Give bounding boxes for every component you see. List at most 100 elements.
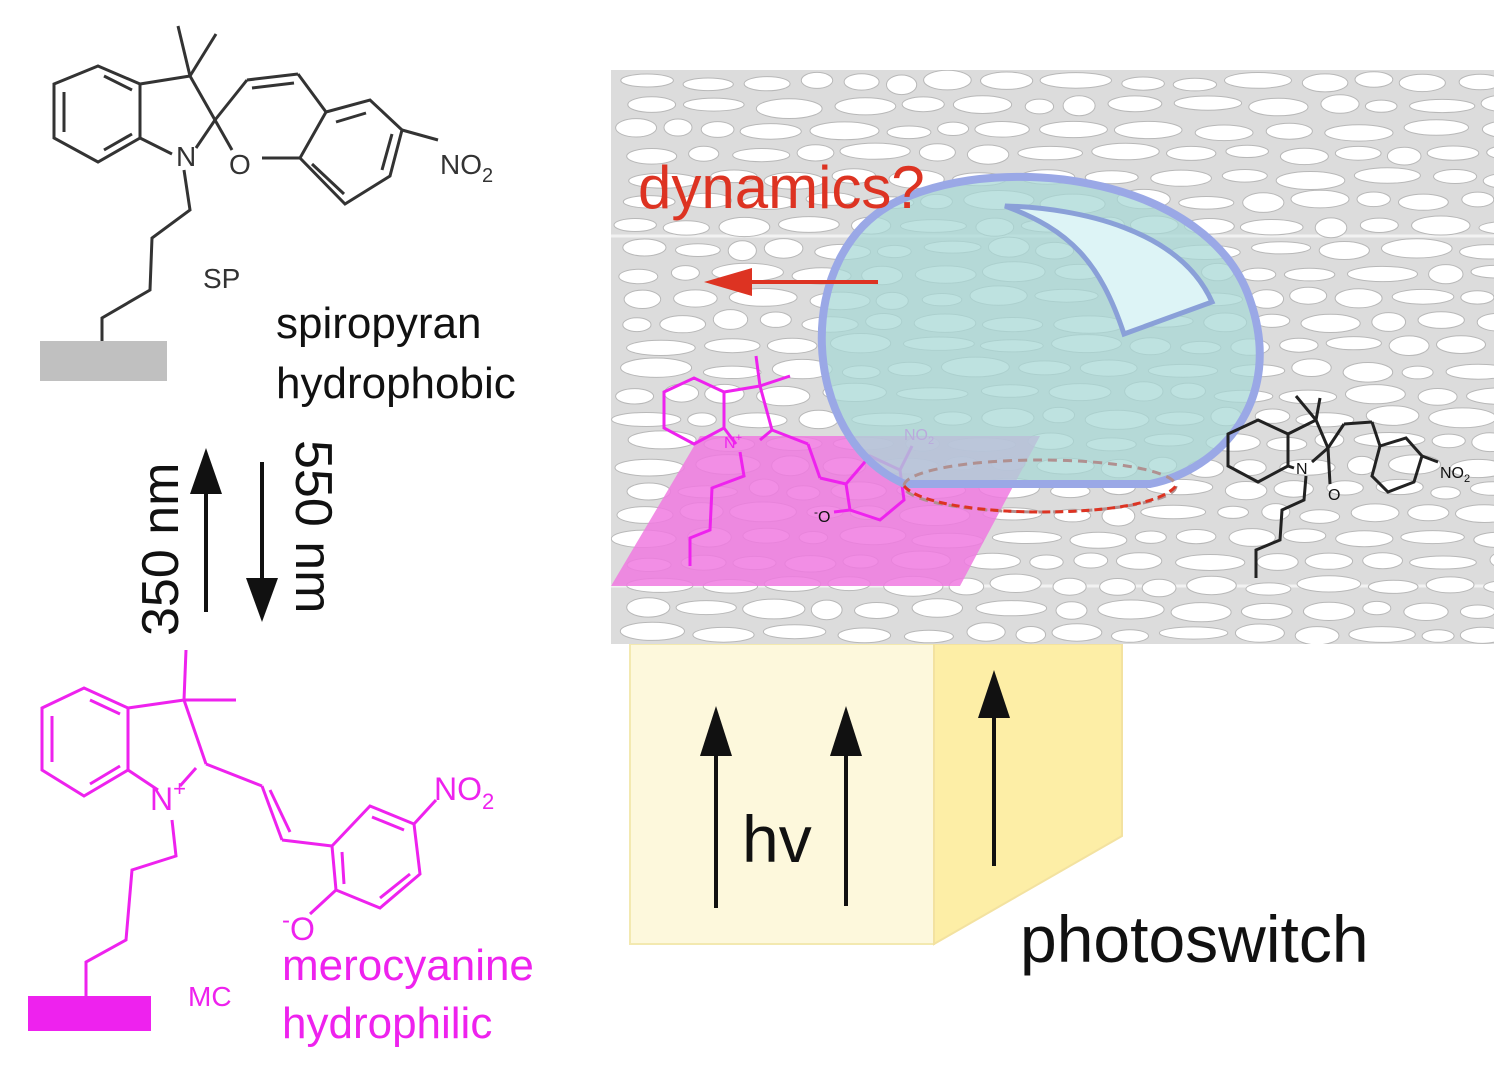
mc-substrate-block bbox=[28, 996, 151, 1031]
surface-cell bbox=[901, 96, 945, 113]
surface-cell bbox=[763, 171, 825, 190]
surface-cell bbox=[1356, 191, 1391, 208]
surface-cell bbox=[1062, 95, 1096, 117]
mc-abbreviation: MC bbox=[188, 981, 232, 1012]
surface-cell bbox=[1359, 217, 1399, 234]
surface-cell bbox=[837, 627, 892, 644]
surface-cell bbox=[1425, 576, 1475, 594]
surface-cell bbox=[1221, 169, 1268, 183]
surface-cell bbox=[1073, 552, 1109, 569]
surface-cell bbox=[1470, 264, 1494, 279]
mc-no2-label: NO2 bbox=[434, 771, 494, 814]
surface-cell bbox=[800, 71, 834, 89]
surface-cell bbox=[1275, 171, 1346, 190]
surface-cell bbox=[1480, 95, 1494, 112]
surface-cell bbox=[980, 71, 1034, 90]
surface-cell bbox=[1017, 145, 1083, 161]
dynamics-label: dynamics? bbox=[638, 154, 925, 221]
surface-cell bbox=[615, 388, 655, 405]
surface-cell bbox=[1107, 95, 1163, 113]
surface-cell bbox=[886, 125, 932, 140]
surface-cell bbox=[1111, 629, 1149, 643]
surface-cell bbox=[1320, 94, 1360, 114]
surface-cell bbox=[796, 144, 835, 162]
surface-cell bbox=[1234, 623, 1285, 643]
surface-cell bbox=[1417, 388, 1458, 406]
surface-cell bbox=[991, 531, 1062, 544]
surface-cell bbox=[762, 624, 827, 640]
surface-cell bbox=[1015, 626, 1047, 644]
surface-cell bbox=[718, 216, 771, 238]
surface-cell bbox=[1224, 72, 1292, 89]
surface-cell bbox=[1140, 504, 1207, 520]
surface-cell bbox=[1055, 601, 1088, 620]
surface-cell bbox=[1473, 531, 1494, 548]
surface-cell bbox=[1428, 407, 1494, 429]
surface-cell bbox=[966, 622, 1006, 642]
surface-cell bbox=[1150, 169, 1212, 187]
surface-cell bbox=[1052, 577, 1087, 596]
surface-cell bbox=[626, 597, 671, 618]
surface-cell bbox=[756, 385, 811, 407]
surface-cell bbox=[623, 289, 662, 309]
left-arrow-icon bbox=[704, 268, 878, 296]
surface-cell bbox=[611, 412, 682, 427]
surface-cell bbox=[1251, 241, 1312, 255]
sp-abbreviation: SP bbox=[203, 263, 240, 294]
surface-cell bbox=[1362, 600, 1392, 616]
surface-cell bbox=[1099, 578, 1136, 596]
surface-cell bbox=[1039, 120, 1108, 139]
surface-cell bbox=[1426, 145, 1480, 161]
surface-cell bbox=[727, 412, 788, 429]
surface-cell bbox=[1170, 602, 1232, 623]
surface-cell bbox=[687, 412, 717, 427]
surface-cell bbox=[1398, 193, 1449, 211]
surface-cell bbox=[1459, 626, 1494, 644]
surface-cell bbox=[1141, 578, 1177, 598]
small-sp-no2-label: NO2 bbox=[1440, 465, 1470, 485]
merocyanine-structure bbox=[40, 649, 438, 998]
surface-cell bbox=[1300, 313, 1361, 333]
surface-cell bbox=[1291, 358, 1332, 378]
surface-cell bbox=[1254, 408, 1291, 424]
surface-cell bbox=[1186, 575, 1237, 596]
surface-cell bbox=[613, 218, 657, 232]
mc-o-atom: -O bbox=[282, 907, 315, 947]
light-arrow-icon bbox=[830, 706, 862, 906]
surface-cell bbox=[952, 95, 1013, 114]
surface-cell bbox=[1348, 626, 1416, 643]
surface-cell bbox=[1407, 504, 1450, 522]
surface-cell bbox=[966, 144, 1010, 165]
surface-cell bbox=[831, 168, 877, 184]
surface-cell bbox=[670, 265, 700, 281]
surface-cell bbox=[628, 172, 699, 189]
surface-cell bbox=[1084, 170, 1139, 185]
surface-cell bbox=[742, 598, 806, 620]
surface-cell bbox=[989, 573, 1042, 593]
surface-cell bbox=[1290, 189, 1350, 209]
surface-cell bbox=[712, 309, 749, 330]
surface-cell bbox=[1421, 629, 1455, 643]
surface-cell bbox=[1273, 480, 1314, 498]
surface-cell bbox=[886, 74, 918, 96]
surface-cell bbox=[1091, 142, 1160, 161]
surface-cell bbox=[1029, 554, 1064, 570]
small-mc-n-atom: N+ bbox=[724, 432, 742, 452]
surface-cell bbox=[888, 169, 945, 189]
surface-cell bbox=[903, 629, 954, 644]
surface-cell bbox=[1256, 553, 1299, 571]
surface-cell bbox=[620, 73, 674, 88]
surface-cell bbox=[1217, 505, 1249, 519]
surface-cell bbox=[1417, 311, 1465, 329]
surface-cell bbox=[843, 73, 880, 91]
surface-cell bbox=[1431, 433, 1466, 449]
surface-cell bbox=[798, 409, 839, 430]
surface-cell bbox=[1347, 265, 1418, 283]
surface-cell bbox=[1051, 623, 1103, 642]
surface-cell bbox=[1240, 602, 1293, 621]
surface-cell bbox=[1483, 580, 1494, 593]
surface-cell bbox=[688, 145, 720, 162]
surface-cell bbox=[1173, 95, 1243, 111]
